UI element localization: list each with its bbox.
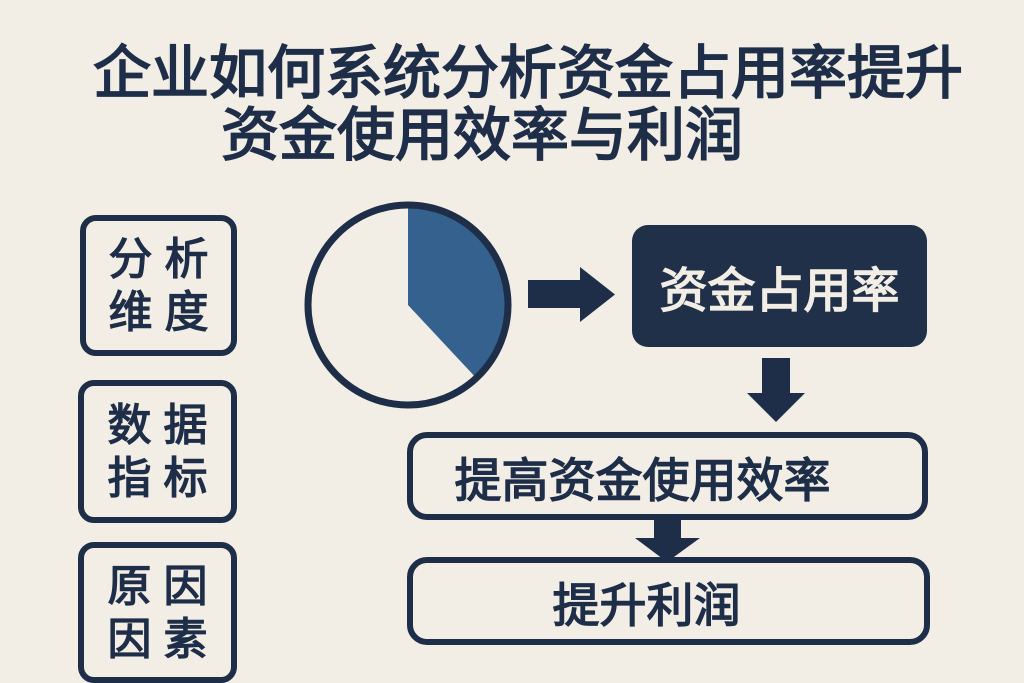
outcome-profit-label: 提升利润 <box>552 578 741 634</box>
metric-box: 资金占用率 <box>632 225 927 347</box>
dim-box-analysis: 分析 维度 <box>80 215 237 356</box>
dim-box-data-line2: 指标 <box>107 452 220 504</box>
outcome-efficiency-label: 提高资金使用效率 <box>454 453 831 509</box>
dim-box-analysis-line1: 分析 <box>108 233 221 285</box>
page-title-line1: 企业如何系统分析资金占用率提升 <box>93 39 964 107</box>
pie-outline <box>304 201 512 409</box>
outcome-box-efficiency: 提高资金使用效率 <box>407 432 928 520</box>
metric-label: 资金占用率 <box>659 263 900 319</box>
page-title-line2: 资金使用效率与利润 <box>221 101 744 169</box>
dim-box-data-line1: 数据 <box>107 399 220 451</box>
dim-box-cause-line2: 因素 <box>107 613 220 665</box>
pie-slice <box>408 208 506 376</box>
arrow-right-icon <box>528 267 615 322</box>
arrow-down-icon-2 <box>635 515 700 562</box>
outcome-box-profit: 提升利润 <box>407 557 930 645</box>
dim-box-cause: 原因 因素 <box>78 542 237 683</box>
arrow-down-icon-1 <box>747 358 805 422</box>
pie-chart <box>304 201 512 409</box>
dim-box-analysis-line2: 维度 <box>108 286 221 338</box>
dim-box-cause-line1: 原因 <box>107 560 220 612</box>
dim-box-data: 数据 指标 <box>78 380 237 523</box>
